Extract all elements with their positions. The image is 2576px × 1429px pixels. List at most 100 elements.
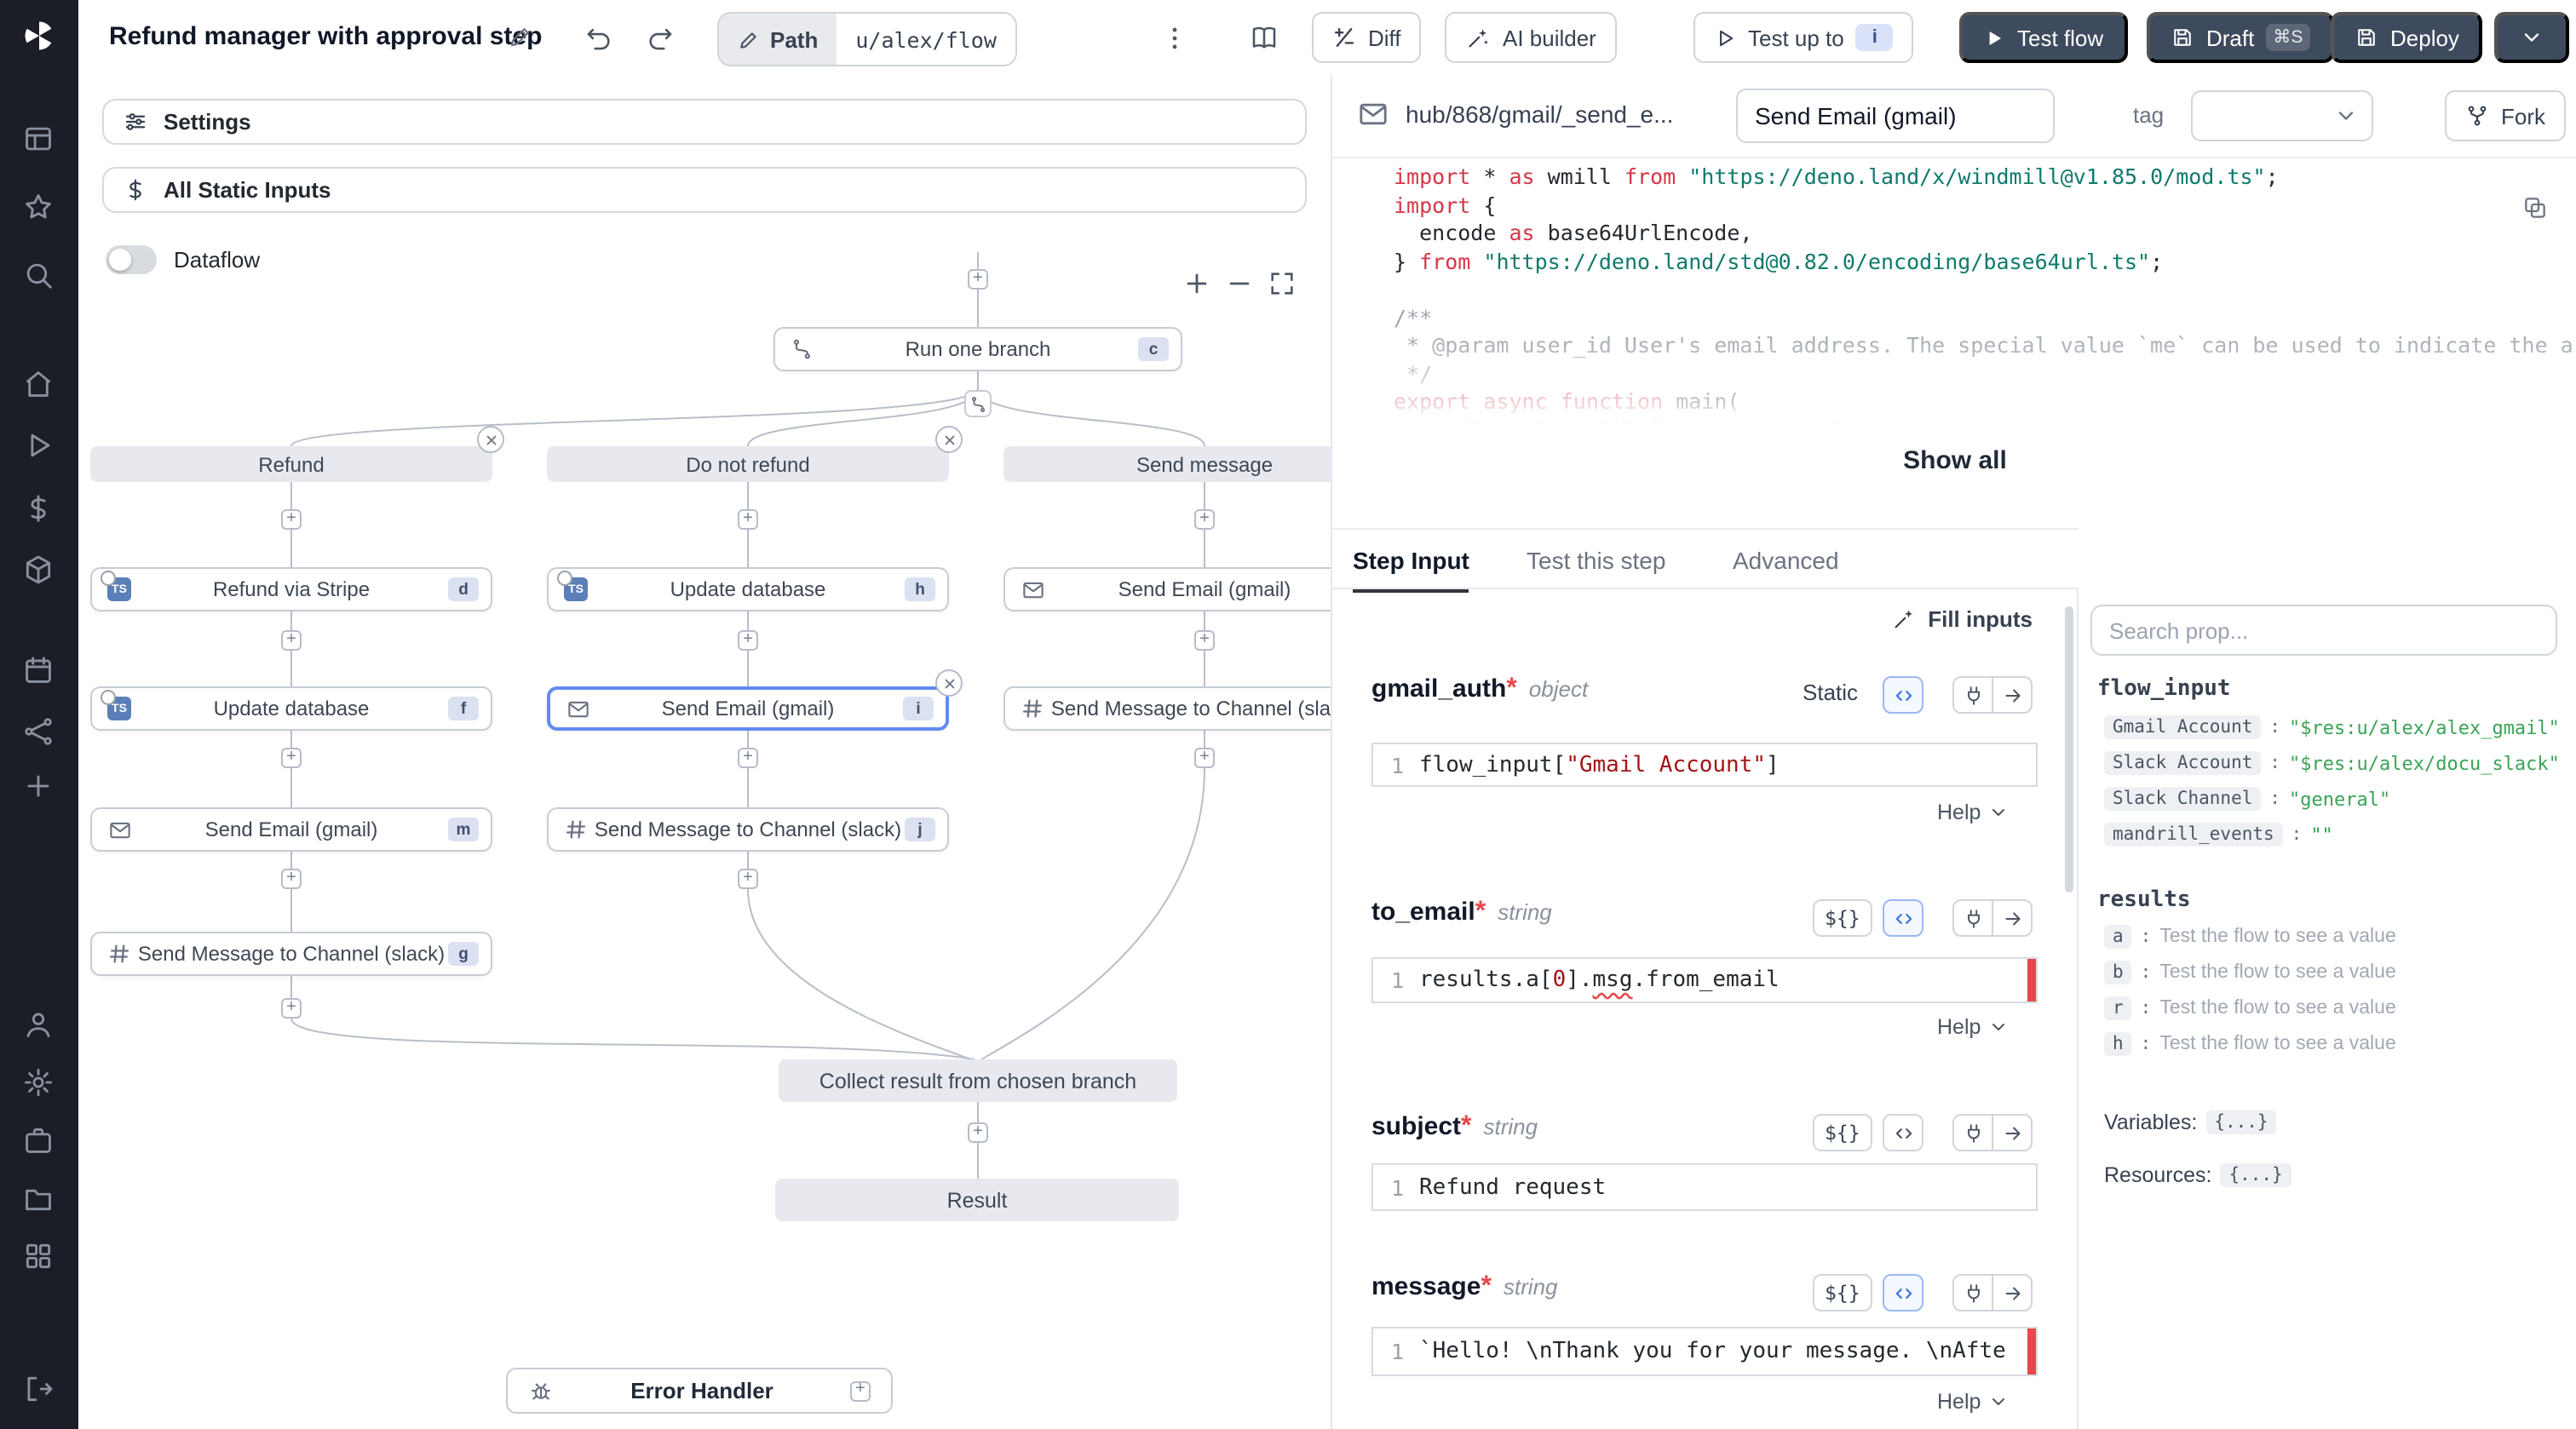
insert-step-button[interactable] [281, 869, 302, 889]
windmill-logo-icon[interactable] [20, 17, 58, 55]
settings-gear-icon[interactable] [22, 1066, 56, 1100]
flow-settings-button[interactable]: Settings [102, 99, 1307, 145]
remove-branch-button[interactable] [935, 426, 963, 453]
insert-step-button[interactable] [1194, 509, 1215, 530]
fit-view-button[interactable] [1264, 266, 1298, 300]
result-entry[interactable]: r : Test the flow to see a value [2104, 996, 2396, 1020]
dataflow-toggle[interactable] [106, 245, 157, 274]
favorites-star-icon[interactable] [22, 191, 56, 225]
editor-toggle-button[interactable] [1883, 899, 1923, 937]
flow-step-i-selected[interactable]: Send Email (gmail) i [547, 686, 949, 731]
flow-step-slack-3[interactable]: Send Message to Channel (slack) [1003, 686, 1331, 731]
expr-mode-button[interactable]: ${} [1813, 899, 1872, 937]
copy-code-button[interactable] [2515, 187, 2556, 228]
docs-book-icon[interactable] [1240, 14, 1288, 61]
insert-step-button[interactable] [968, 1122, 988, 1143]
flow-input-section-label[interactable]: flow_input [2097, 676, 2231, 702]
ai-builder-button[interactable]: AI builder [1445, 12, 1617, 63]
more-kebab-icon[interactable] [1152, 14, 1196, 61]
tab-advanced[interactable]: Advanced [1733, 546, 1839, 573]
redo-button[interactable] [635, 14, 683, 61]
step-summary-input[interactable] [1736, 89, 2055, 143]
script-code-editor[interactable]: import * as wmill from "https://deno.lan… [1394, 164, 2574, 442]
flow-step-m[interactable]: Send Email (gmail) m [90, 807, 492, 852]
routes-share-icon[interactable] [22, 715, 56, 749]
create-plus-icon[interactable] [22, 770, 56, 804]
resources-row[interactable]: Resources: {...} [2104, 1163, 2291, 1187]
branch-header-refund[interactable]: Refund [90, 446, 492, 482]
logout-icon[interactable] [22, 1373, 56, 1407]
tables-icon[interactable] [22, 123, 56, 157]
to-email-value-editor[interactable]: 1 results.a[0].msg.from_email [1371, 957, 2038, 1003]
test-up-to-button[interactable]: Test up to i [1693, 12, 1914, 63]
schedules-calendar-icon[interactable] [22, 654, 56, 688]
subject-value-editor[interactable]: 1 Refund request [1371, 1163, 2038, 1211]
flow-step-j[interactable]: Send Message to Channel (slack) j [547, 807, 949, 852]
help-toggle[interactable]: Help [1937, 1390, 2008, 1414]
insert-step-button[interactable] [281, 748, 302, 768]
collect-result-node[interactable]: Collect result from chosen branch [779, 1059, 1177, 1102]
deploy-button[interactable]: Deploy [2331, 12, 2483, 63]
flow-step-d[interactable]: TS Refund via Stripe d [90, 567, 492, 611]
deploy-dropdown-button[interactable] [2494, 12, 2569, 63]
arrow-right-button[interactable] [1992, 676, 2033, 714]
message-value-editor[interactable]: 1 `Hello! \nThank you for your message. … [1371, 1327, 2038, 1376]
prop-entry[interactable]: mandrill_events : "" [2104, 823, 2333, 846]
connect-input-plug-button[interactable] [1952, 1114, 1993, 1151]
show-all-code-button[interactable]: Show all [1903, 446, 2007, 475]
user-icon[interactable] [22, 1008, 56, 1042]
remove-branch-button[interactable] [477, 426, 504, 453]
branch-header-do-not-refund[interactable]: Do not refund [547, 446, 949, 482]
connect-input-plug-button[interactable] [1952, 676, 1993, 714]
add-error-handler-button[interactable] [850, 1380, 871, 1401]
insert-step-button[interactable] [1194, 630, 1215, 651]
test-flow-button[interactable]: Test flow [1959, 12, 2128, 63]
home-icon[interactable] [22, 368, 56, 402]
apps-grid-icon[interactable] [22, 1240, 56, 1274]
editor-toggle-button[interactable] [1883, 676, 1923, 714]
tag-select[interactable] [2191, 90, 2373, 141]
arrow-right-button[interactable] [1992, 899, 2033, 937]
insert-step-button[interactable] [1194, 748, 1215, 768]
connect-input-plug-button[interactable] [1952, 1274, 1993, 1311]
all-static-inputs-button[interactable]: All Static Inputs [102, 167, 1307, 213]
variables-dollar-icon[interactable] [22, 492, 56, 526]
flow-step-g[interactable]: Send Message to Channel (slack) g [90, 932, 492, 976]
insert-step-button[interactable] [738, 869, 758, 889]
flow-step-run-one-branch[interactable]: Run one branch c [773, 327, 1182, 371]
expr-mode-button[interactable]: ${} [1813, 1114, 1872, 1151]
runs-play-icon[interactable] [22, 429, 56, 463]
undo-button[interactable] [574, 14, 622, 61]
results-section-label[interactable]: results [2097, 887, 2191, 913]
error-handler-node[interactable]: Error Handler [506, 1368, 893, 1414]
zoom-out-button[interactable] [1222, 266, 1256, 300]
insert-step-button[interactable] [281, 509, 302, 530]
insert-step-button[interactable] [968, 269, 988, 290]
insert-step-button[interactable] [738, 509, 758, 530]
result-node[interactable]: Result [775, 1179, 1179, 1221]
arrow-right-button[interactable] [1992, 1274, 2033, 1311]
gmail-auth-value-editor[interactable]: 1 flow_input["Gmail Account"] [1371, 743, 2038, 787]
folders-icon[interactable] [22, 1182, 56, 1216]
workers-briefcase-icon[interactable] [22, 1124, 56, 1158]
path-control[interactable]: Path u/alex/flow [717, 12, 1017, 66]
zoom-in-button[interactable] [1179, 266, 1213, 300]
search-icon[interactable] [22, 259, 56, 293]
result-entry[interactable]: h : Test the flow to see a value [2104, 1032, 2396, 1056]
arrow-right-button[interactable] [1992, 1114, 2033, 1151]
insert-step-button[interactable] [281, 998, 302, 1019]
result-entry[interactable]: a : Test the flow to see a value [2104, 925, 2396, 949]
prop-entry[interactable]: Slack Channel : "general" [2104, 787, 2390, 811]
insert-step-button[interactable] [738, 748, 758, 768]
help-toggle[interactable]: Help [1937, 801, 2008, 824]
prop-entry[interactable]: Gmail Account : "$res:u/alex/alex_gmail" [2104, 715, 2560, 739]
expr-mode-button[interactable]: ${} [1813, 1274, 1872, 1311]
connect-input-plug-button[interactable] [1952, 899, 1993, 937]
draft-button[interactable]: Draft ⌘S [2147, 12, 2334, 63]
editor-toggle-button[interactable] [1883, 1114, 1923, 1151]
variables-row[interactable]: Variables: {...} [2104, 1110, 2277, 1134]
tab-test-this-step[interactable]: Test this step [1527, 546, 1666, 573]
fill-inputs-button[interactable]: Fill inputs [1890, 606, 2033, 632]
branch-split-icon[interactable] [964, 390, 992, 417]
edit-title-pencil-icon[interactable] [508, 24, 533, 49]
